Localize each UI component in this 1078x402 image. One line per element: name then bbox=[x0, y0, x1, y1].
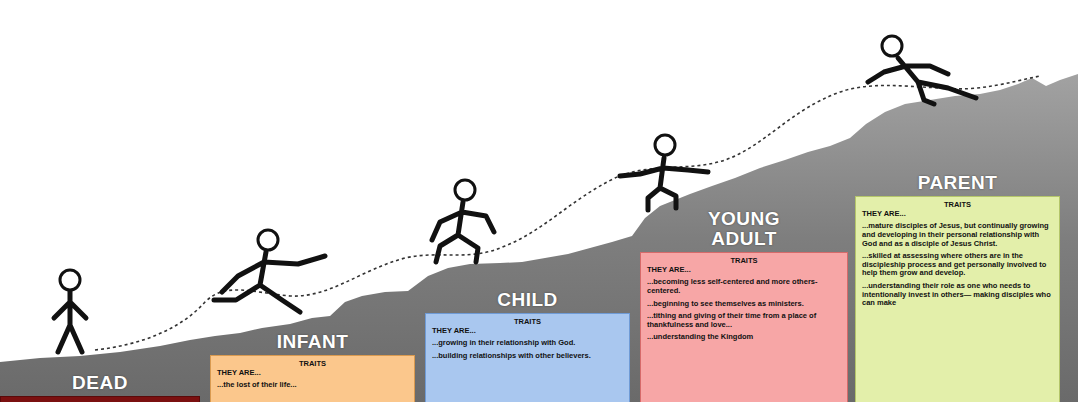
stage-box: INFANTTRAITSTHEY ARE......the lost of th… bbox=[210, 355, 415, 402]
traits-intro: THEY ARE... bbox=[432, 327, 623, 336]
trait-bullet: ...understanding their role as one who n… bbox=[862, 282, 1053, 308]
traits-intro: THEY ARE... bbox=[647, 266, 841, 275]
traits-title: TRAITS bbox=[862, 201, 1053, 210]
stage-box: PARENTTRAITSTHEY ARE......mature discipl… bbox=[855, 196, 1060, 402]
trait-bullet: ...beginning to see themselves as minist… bbox=[647, 300, 841, 309]
trait-bullet: ...the lost of their life... bbox=[217, 381, 408, 390]
trait-bullet: ...growing in their relationship with Go… bbox=[432, 339, 623, 348]
mountain-slope bbox=[0, 74, 1078, 402]
traits-title: TRAITS bbox=[217, 360, 408, 369]
stage-box: DEAD bbox=[0, 396, 200, 402]
trait-bullet: ...tithing and giving of their time from… bbox=[647, 312, 841, 329]
trait-bullet: ...building relationships with other bel… bbox=[432, 352, 623, 361]
trait-bullet: ...becoming less self-centered and more … bbox=[647, 278, 841, 295]
trait-bullet: ...understanding the Kingdom bbox=[647, 333, 841, 342]
stick-figure bbox=[54, 270, 86, 352]
stage-heading: CHILD bbox=[425, 290, 630, 310]
trait-bullet: ...skilled at assessing where others are… bbox=[862, 252, 1053, 278]
stage-heading: PARENT bbox=[855, 173, 1060, 193]
traits-intro: THEY ARE... bbox=[862, 210, 1053, 219]
stage-heading: INFANT bbox=[210, 332, 415, 352]
traits-title: TRAITS bbox=[432, 318, 623, 327]
stage-heading: YOUNG ADULT bbox=[684, 209, 804, 249]
stick-figure bbox=[620, 135, 708, 210]
stage-box: YOUNG ADULTTRAITSTHEY ARE......becoming … bbox=[640, 252, 848, 402]
trait-bullet: ...mature disciples of Jesus, but contin… bbox=[862, 222, 1053, 248]
stage-box: CHILDTRAITSTHEY ARE......growing in thei… bbox=[425, 313, 630, 402]
traits-title: TRAITS bbox=[647, 257, 841, 266]
stage-heading: DEAD bbox=[0, 373, 200, 393]
stick-figure bbox=[214, 230, 325, 312]
stick-figure bbox=[868, 36, 976, 104]
stick-figure bbox=[432, 180, 494, 262]
traits-intro: THEY ARE... bbox=[217, 369, 408, 378]
